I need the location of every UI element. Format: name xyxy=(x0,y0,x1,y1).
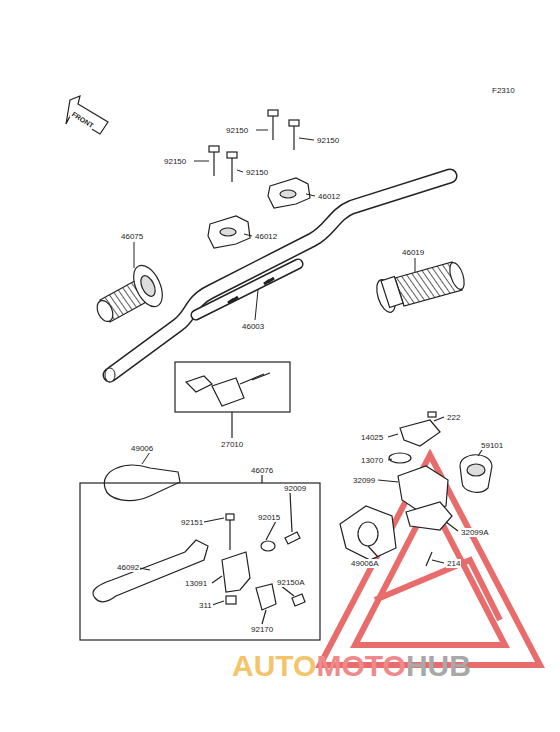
callout-number: 32099A xyxy=(460,528,490,537)
right-grip xyxy=(373,261,467,315)
callout-number: 92170 xyxy=(250,625,274,634)
callout-number: 92150A xyxy=(276,578,306,587)
callout-number: 46075 xyxy=(120,232,144,241)
throttle-group xyxy=(340,412,492,566)
callout-number: 46019 xyxy=(401,248,425,257)
callout-number: 92150 xyxy=(225,126,249,135)
callout-number: 311 xyxy=(198,601,213,610)
front-arrow xyxy=(66,96,108,134)
callout-number: 13070 xyxy=(360,456,384,465)
left-grip xyxy=(94,261,168,324)
callout-number: 14025 xyxy=(360,433,384,442)
callout-number: 46012 xyxy=(317,192,341,201)
watermark-text: HUB xyxy=(406,650,471,682)
callout-number: 92150 xyxy=(163,157,187,166)
callout-number: 214 xyxy=(446,559,461,568)
lever-group xyxy=(80,475,320,640)
callout-number: 92150 xyxy=(316,136,340,145)
callout-number: 92150 xyxy=(245,168,269,177)
callout-number: 46012 xyxy=(254,232,278,241)
callout-number: 222 xyxy=(446,413,461,422)
leader-lines xyxy=(134,130,415,475)
callout-number: 92009 xyxy=(283,484,307,493)
callout-number: 49006A xyxy=(350,559,380,568)
callout-number: 13091 xyxy=(184,579,208,588)
callout-number: 92015 xyxy=(257,513,281,522)
callout-number: F2310 xyxy=(491,86,516,95)
watermark-text: MOTO xyxy=(316,650,405,682)
callout-number: 46076 xyxy=(250,466,274,475)
callout-number: 46092 xyxy=(116,563,140,572)
callout-number: 27010 xyxy=(220,440,244,449)
watermark-logo xyxy=(320,455,540,665)
callout-number: 92151 xyxy=(180,518,204,527)
watermark-text: AUTO xyxy=(232,650,316,682)
leader-line xyxy=(142,452,150,464)
switch-group xyxy=(175,362,290,438)
callout-number: 32099 xyxy=(352,476,376,485)
callout-number: 49006 xyxy=(130,444,154,453)
clamps xyxy=(208,110,310,248)
callout-number: 59101 xyxy=(480,441,504,450)
callout-number: 46003 xyxy=(241,322,265,331)
